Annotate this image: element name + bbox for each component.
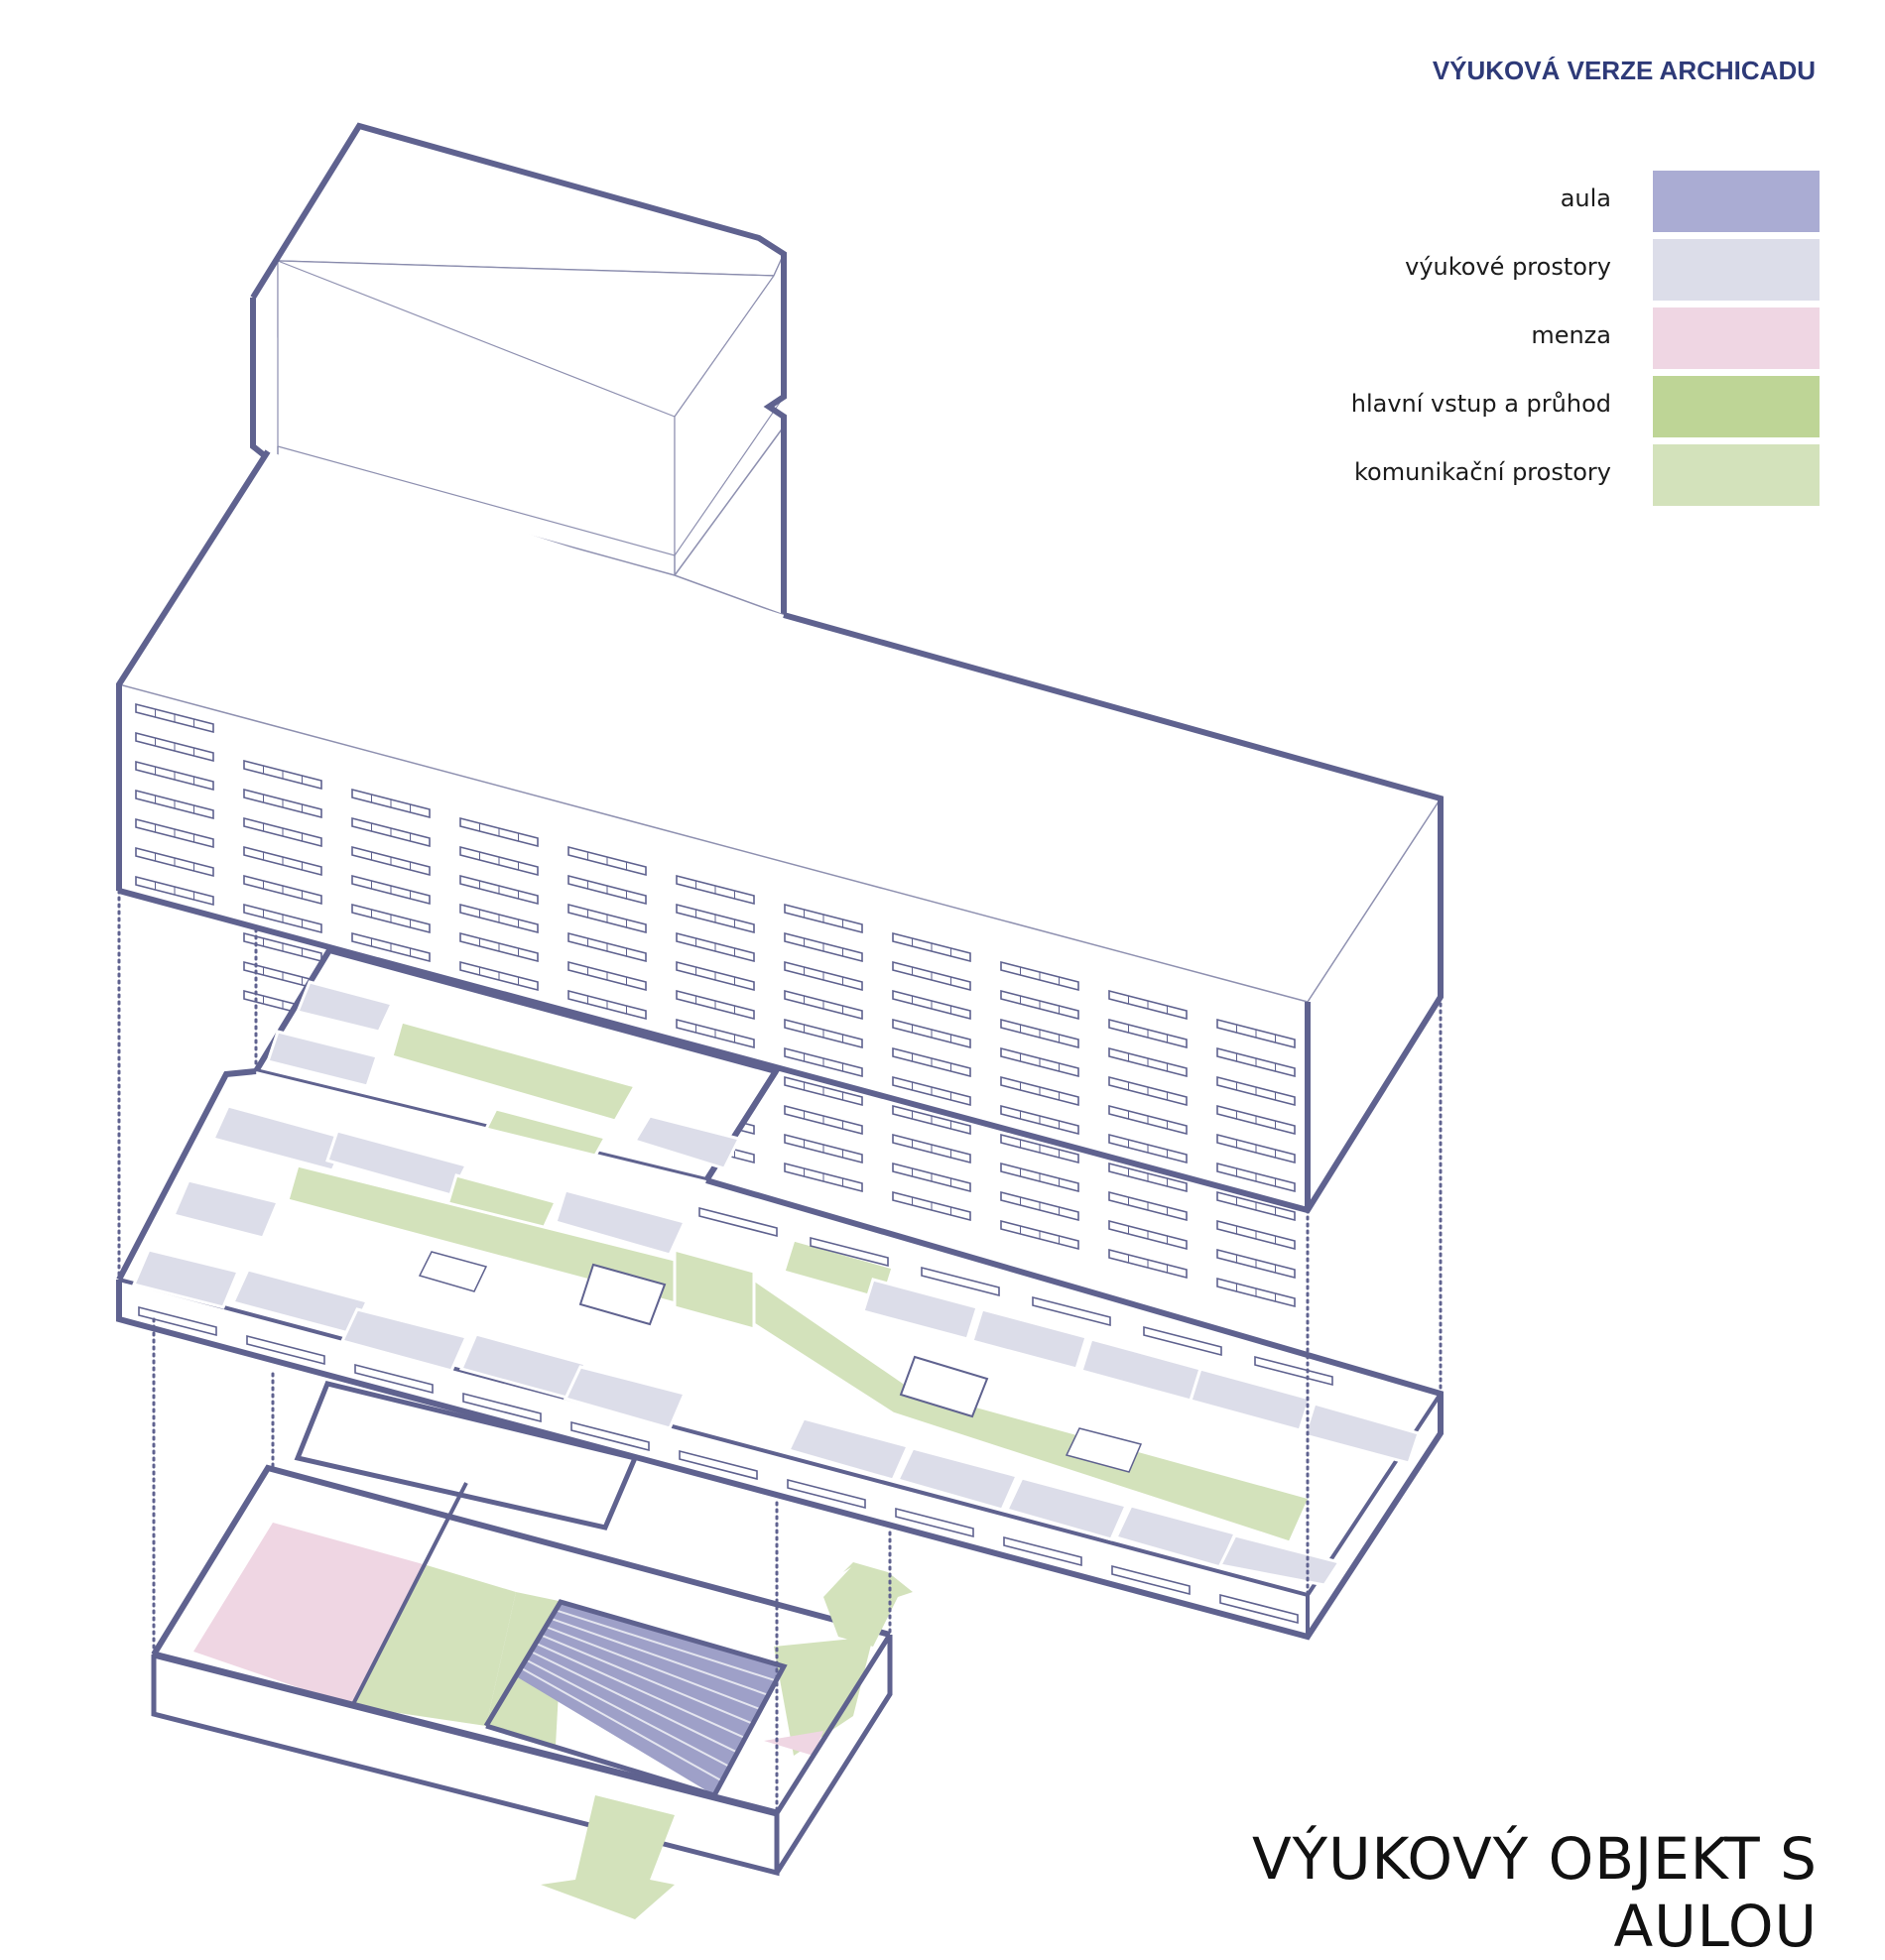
core: [418, 1251, 488, 1292]
watermark-label: VÝUKOVÁ VERZE ARCHICADU: [1432, 56, 1816, 85]
auditorium-steps: [520, 1609, 777, 1782]
room: [1004, 1476, 1129, 1541]
room: [1217, 1533, 1342, 1587]
legend-label: komunikační prostory: [1353, 458, 1611, 486]
room: [895, 1446, 1020, 1512]
window: [679, 1449, 758, 1481]
legend-swatch: [1653, 171, 1820, 232]
window: [570, 1420, 650, 1452]
room: [673, 1248, 756, 1331]
room: [1189, 1367, 1312, 1432]
room: [131, 1248, 241, 1309]
core: [578, 1263, 667, 1326]
auditorium-seating: [516, 1602, 784, 1795]
canteen-area: [193, 1523, 427, 1706]
room: [483, 1107, 608, 1158]
legend-swatch: [1653, 444, 1820, 506]
window: [895, 1507, 974, 1538]
entrance-arrow-south: [541, 1795, 675, 1919]
step-line: [555, 1609, 777, 1682]
legend-item-canteen: menza: [1290, 307, 1820, 369]
ground-floor: [151, 1381, 893, 1877]
room: [632, 1114, 742, 1170]
room: [970, 1307, 1088, 1371]
floor-windows: [138, 1206, 1333, 1625]
room: [861, 1278, 979, 1341]
window: [698, 1206, 778, 1238]
window: [1143, 1325, 1222, 1357]
legend-label: hlavní vstup a průhod: [1350, 390, 1611, 418]
window: [462, 1392, 542, 1423]
window: [1219, 1593, 1299, 1625]
window: [138, 1305, 217, 1337]
legend-label: aula: [1560, 184, 1611, 212]
step-line: [540, 1634, 754, 1725]
legend-swatch: [1653, 376, 1820, 437]
step-line: [525, 1658, 731, 1768]
room: [295, 980, 395, 1034]
floor-rooms: [131, 980, 1421, 1587]
window: [1111, 1564, 1191, 1596]
room: [1113, 1504, 1238, 1569]
room: [563, 1365, 688, 1430]
legend-swatch: [1653, 239, 1820, 301]
legend-label: menza: [1531, 321, 1611, 349]
window: [1032, 1295, 1111, 1327]
legend-label: výukové prostory: [1405, 253, 1611, 281]
step-line: [545, 1626, 762, 1711]
room: [171, 1178, 281, 1240]
room: [554, 1188, 688, 1257]
room: [266, 1030, 379, 1088]
ground-circulation: [352, 1565, 516, 1726]
window: [810, 1236, 889, 1268]
room: [339, 1307, 469, 1373]
legend-swatch: [1653, 307, 1820, 369]
legend-item-circulation: komunikační prostory: [1290, 444, 1820, 506]
alignment-guides: [117, 889, 1443, 1815]
legend-item-classrooms: výukové prostory: [1290, 239, 1820, 301]
diagram-title: VÝUKOVÝ OBJEKT S AULOU: [1251, 1825, 1818, 1960]
typical-floor-plate: [116, 946, 1444, 1641]
window: [1003, 1535, 1082, 1567]
room: [210, 1104, 350, 1172]
step-line: [535, 1642, 746, 1740]
room: [390, 1020, 638, 1123]
core: [899, 1355, 989, 1418]
window: [921, 1266, 1000, 1297]
window: [787, 1478, 866, 1510]
legend-item-entrance: hlavní vstup a průhod: [1290, 376, 1820, 437]
legend-item-aula: aula: [1290, 171, 1820, 232]
step-line: [550, 1617, 769, 1696]
window: [246, 1334, 325, 1366]
core: [1065, 1427, 1143, 1473]
step-line: [530, 1651, 738, 1754]
tower-top-volume: [250, 122, 787, 616]
room: [786, 1416, 911, 1482]
window: [354, 1363, 434, 1395]
room: [286, 1164, 1313, 1544]
step-line: [520, 1666, 723, 1782]
